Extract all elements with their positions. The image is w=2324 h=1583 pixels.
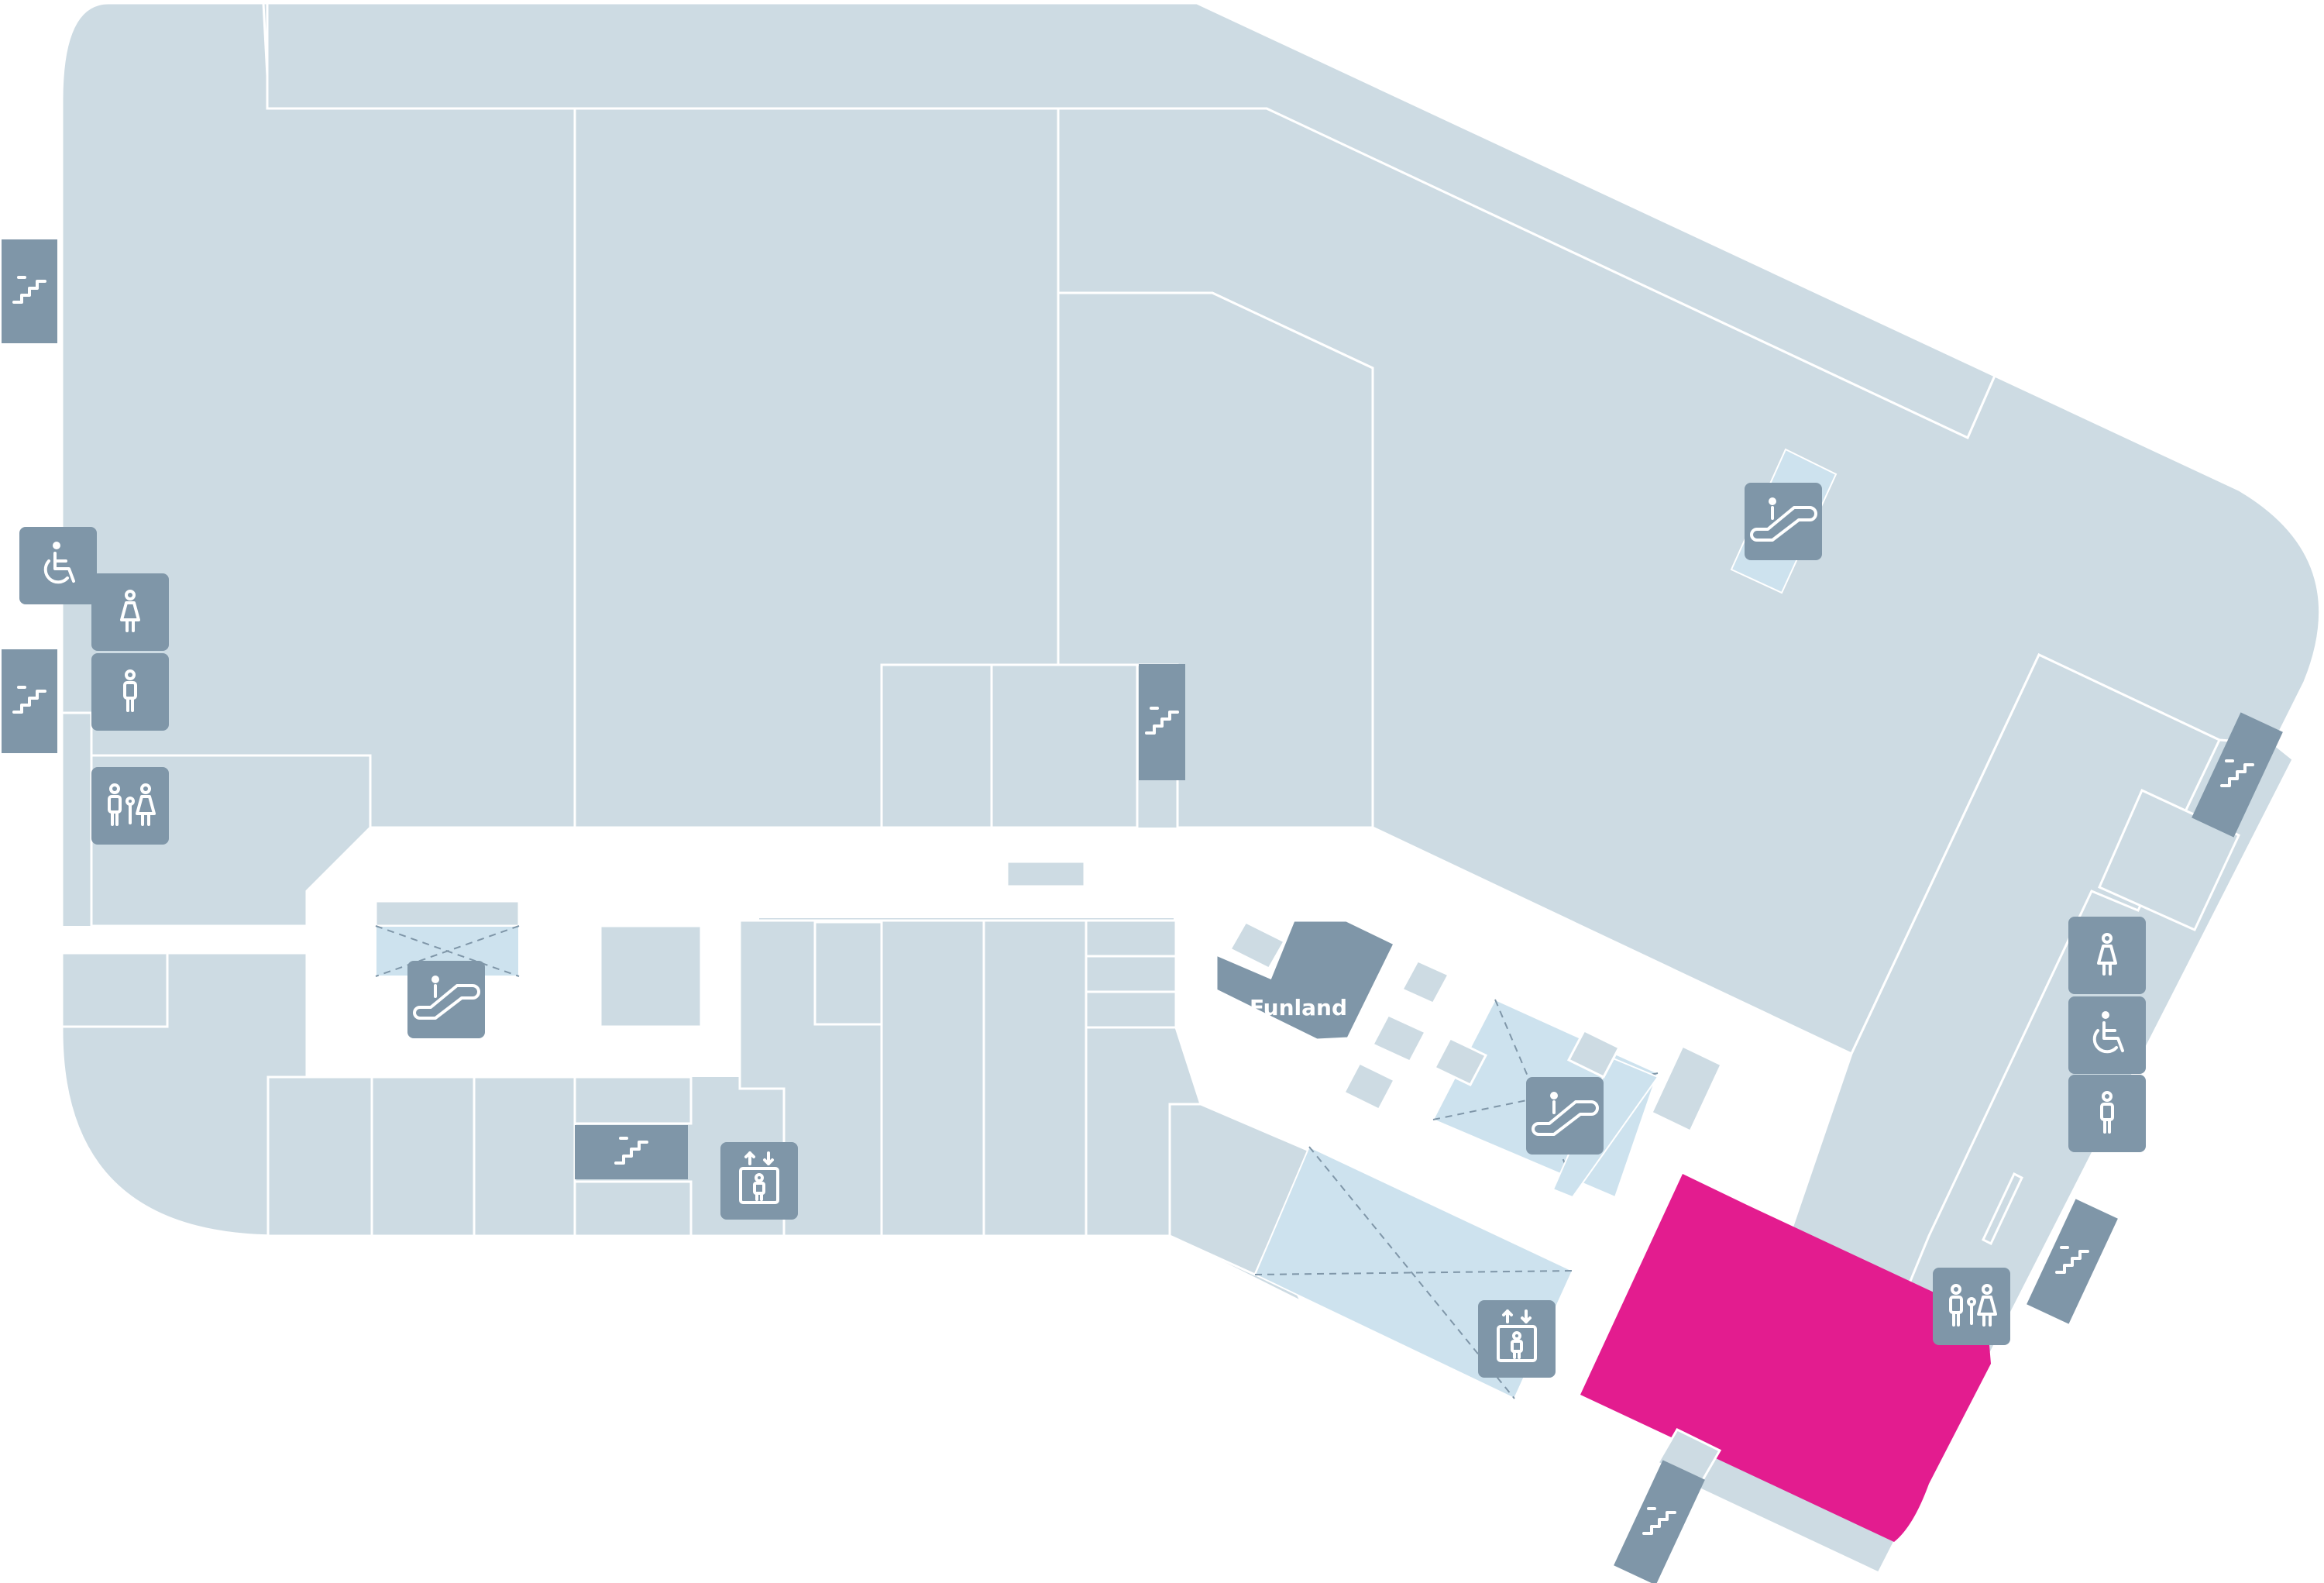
kiosk[interactable] bbox=[1228, 921, 1287, 970]
store-unit-w2[interactable] bbox=[60, 952, 169, 1028]
highlighted-store[interactable] bbox=[1580, 1174, 1991, 1542]
kiosk[interactable] bbox=[1650, 1044, 1723, 1134]
funland-store[interactable]: Funland bbox=[1215, 919, 1397, 1041]
store-unit-s9[interactable] bbox=[1168, 1103, 1311, 1276]
male-toilet-west[interactable] bbox=[91, 653, 169, 731]
accessible-toilet-west[interactable] bbox=[19, 527, 97, 604]
store-unit-w8[interactable] bbox=[573, 1180, 693, 1237]
store-unit-s8[interactable] bbox=[813, 921, 883, 1026]
store-unit-w5[interactable] bbox=[370, 1075, 476, 1237]
kiosk[interactable] bbox=[1342, 1062, 1397, 1111]
female-toilet-east[interactable] bbox=[2068, 917, 2146, 994]
escalator-northeast[interactable] bbox=[1745, 483, 1822, 560]
stairs-west-lower[interactable] bbox=[2, 649, 57, 753]
family-room-east[interactable] bbox=[1933, 1268, 2010, 1345]
kiosk[interactable] bbox=[1400, 959, 1451, 1005]
lift-south[interactable] bbox=[1478, 1300, 1556, 1378]
stairs-south[interactable] bbox=[1614, 1460, 1705, 1583]
stairs bbox=[2, 239, 2283, 1583]
kiosk[interactable] bbox=[1432, 1037, 1488, 1086]
kiosks bbox=[1228, 921, 2023, 1246]
store-units bbox=[60, 2, 2322, 1435]
stairs-west-upper[interactable] bbox=[2, 239, 57, 343]
store-unit-s5[interactable] bbox=[1085, 955, 1177, 993]
stairs-east-upper[interactable] bbox=[2192, 712, 2283, 838]
kiosk[interactable] bbox=[1370, 1013, 1428, 1063]
store-unit-center-block[interactable] bbox=[599, 924, 703, 1028]
store-unit-c1[interactable] bbox=[880, 663, 993, 829]
lift-south-west[interactable] bbox=[720, 1142, 798, 1220]
female-toilet-west[interactable] bbox=[91, 573, 169, 651]
accessible-toilet-east[interactable] bbox=[2068, 996, 2146, 1074]
store-unit-c2[interactable] bbox=[990, 663, 1139, 829]
stairs-central[interactable] bbox=[1139, 664, 1185, 780]
store-unit-s4[interactable] bbox=[1085, 919, 1177, 958]
store-unit-sign[interactable] bbox=[1006, 860, 1086, 888]
kiosk[interactable] bbox=[1982, 1172, 2023, 1246]
store-unit-w7[interactable] bbox=[573, 1075, 693, 1125]
kiosk[interactable] bbox=[1566, 1029, 1621, 1079]
stairs-east-lower[interactable] bbox=[2027, 1199, 2118, 1324]
store-unit-s2[interactable] bbox=[880, 919, 985, 1237]
male-toilet-east[interactable] bbox=[2068, 1075, 2146, 1152]
store-unit-w6[interactable] bbox=[473, 1075, 576, 1237]
store-unit-w4[interactable] bbox=[266, 1075, 373, 1237]
escalator-west[interactable] bbox=[407, 961, 485, 1038]
store-unit-s6[interactable] bbox=[1085, 990, 1177, 1029]
stairs-south-west[interactable] bbox=[575, 1125, 688, 1179]
funland-label: Funland bbox=[1250, 995, 1347, 1020]
escalator-central[interactable] bbox=[1526, 1077, 1604, 1155]
family-room-west[interactable] bbox=[91, 767, 169, 845]
facilities bbox=[19, 483, 2146, 1378]
store-units-south bbox=[738, 919, 1311, 1303]
store-unit-s3[interactable] bbox=[982, 919, 1088, 1237]
